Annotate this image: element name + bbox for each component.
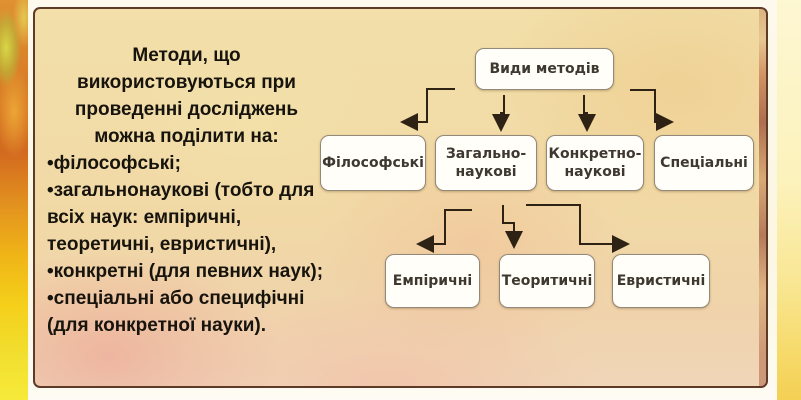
- elbow-connector: [492, 95, 510, 132]
- right-ornament-band: [777, 0, 801, 400]
- bullet-marker: •: [47, 261, 54, 282]
- bullet-item: •філософські;: [47, 150, 326, 177]
- bullet-text: філософські;: [53, 153, 181, 174]
- intro-text-block: Методи, що використовуються при проведен…: [47, 42, 326, 339]
- bullet-item: •загальнонаукові (тобто для всіх наук: е…: [47, 177, 326, 258]
- elbow-connector: [578, 95, 596, 132]
- node-vydy-metodiv: Види методів: [475, 48, 614, 90]
- bullet-marker: •: [47, 153, 54, 174]
- node-spetsialni: Спеціальні: [654, 135, 754, 191]
- bullet-list: •філософські; •загальнонаукові (тобто дл…: [47, 150, 326, 339]
- node-evrystychni: Евристичні: [612, 254, 710, 308]
- elbow-connector: [502, 205, 523, 249]
- node-teorytychni: Теоритичні: [499, 254, 595, 308]
- elbow-connector: [400, 88, 455, 131]
- intro-title: Методи, що використовуються при проведен…: [74, 45, 299, 147]
- bullet-item: •спеціальні або специфічні (для конкретн…: [47, 285, 326, 339]
- bullet-marker: •: [47, 288, 54, 309]
- bullet-text: конкретні (для певних наук);: [53, 261, 324, 282]
- node-konkretnonaukovi: Конкретно-наукові: [546, 135, 644, 191]
- elbow-connector: [630, 89, 674, 131]
- elbow-connector: [416, 209, 472, 253]
- elbow-connector: [526, 204, 630, 253]
- node-empirychni: Емпіричні: [385, 254, 480, 308]
- bullet-item: •конкретні (для певних наук);: [47, 258, 326, 285]
- bullet-text: загальнонаукові (тобто для всіх наук: ем…: [47, 180, 315, 255]
- node-filosofski: Філософські: [320, 135, 426, 191]
- left-ornament-band: [0, 0, 28, 400]
- bullet-marker: •: [47, 180, 54, 201]
- presentation-slide: Методи, що використовуються при проведен…: [33, 7, 768, 388]
- connector-lines: [400, 88, 674, 253]
- bullet-text: спеціальні або специфічні (для конкретно…: [47, 288, 305, 336]
- node-zahalnonaukovi: Загально-наукові: [435, 135, 537, 191]
